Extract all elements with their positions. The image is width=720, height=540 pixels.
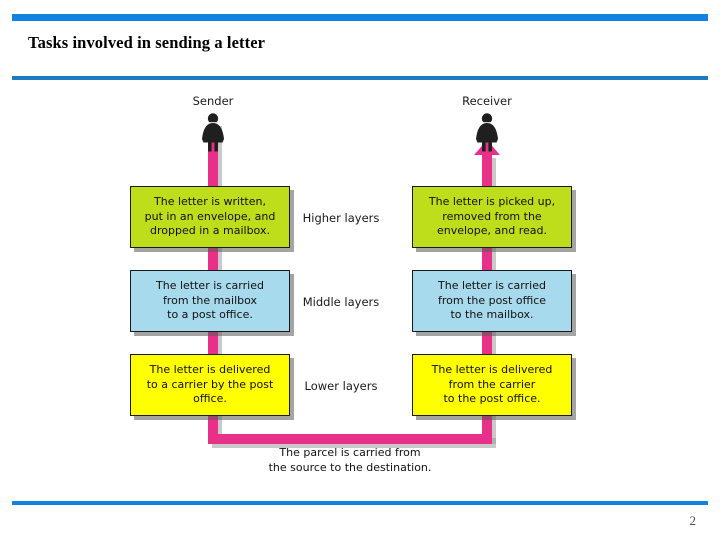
box-line: from the carrier	[448, 377, 536, 391]
receiver-label: Receiver	[462, 94, 512, 108]
box-line: to the post office.	[443, 392, 541, 406]
box-line: from the post office	[437, 293, 547, 307]
box-line: to a post office.	[167, 308, 253, 322]
top-accent-rule	[12, 14, 708, 21]
sender-label: Sender	[192, 94, 234, 108]
box-line: The letter is carried	[438, 279, 546, 293]
left-middle-layer-box: The letter is carried from the mailbox t…	[130, 270, 290, 332]
right-middle-layer-box: The letter is carried from the post offi…	[412, 270, 572, 332]
bottom-caption: The parcel is carried from the source to…	[200, 446, 500, 475]
caption-line: the source to the destination.	[268, 460, 432, 474]
box-line: The letter is delivered	[149, 363, 271, 377]
letter-flow-diagram: Sender Receiver	[0, 82, 720, 482]
layer-name-higher: Higher layers	[302, 211, 380, 225]
box-line: from the mailbox	[162, 293, 258, 307]
left-lower-layer-box: The letter is delivered to a carrier by …	[130, 354, 290, 416]
flow-arrow-head-icon	[474, 140, 500, 155]
box-line: envelope, and read.	[436, 224, 547, 238]
box-line: dropped in a mailbox.	[150, 224, 270, 238]
box-line: The letter is written,	[154, 195, 266, 209]
caption-line: The parcel is carried from	[279, 446, 421, 459]
connector-bottom-horizontal	[208, 434, 492, 444]
receiver-person-icon	[470, 112, 504, 152]
left-higher-layer-box: The letter is written, put in an envelop…	[130, 186, 290, 248]
bottom-accent-rule	[12, 501, 708, 505]
box-line: to the mailbox.	[450, 308, 534, 322]
right-higher-layer-box: The letter is picked up, removed from th…	[412, 186, 572, 248]
box-line: removed from the	[442, 209, 542, 223]
layer-name-lower: Lower layers	[304, 379, 378, 393]
box-line: put in an envelope, and	[144, 209, 276, 223]
right-lower-layer-box: The letter is delivered from the carrier…	[412, 354, 572, 416]
box-line: The letter is delivered	[431, 363, 553, 377]
page-title: Tasks involved in sending a letter	[28, 33, 266, 52]
box-line: office.	[193, 392, 227, 406]
page-number: 2	[689, 513, 697, 528]
layer-name-middle: Middle layers	[302, 295, 380, 309]
box-line: The letter is carried	[156, 279, 264, 293]
title-divider-rule	[12, 76, 708, 80]
sender-person-icon	[196, 112, 230, 152]
box-line: The letter is picked up,	[428, 195, 556, 209]
box-line: to a carrier by the post	[146, 377, 274, 391]
